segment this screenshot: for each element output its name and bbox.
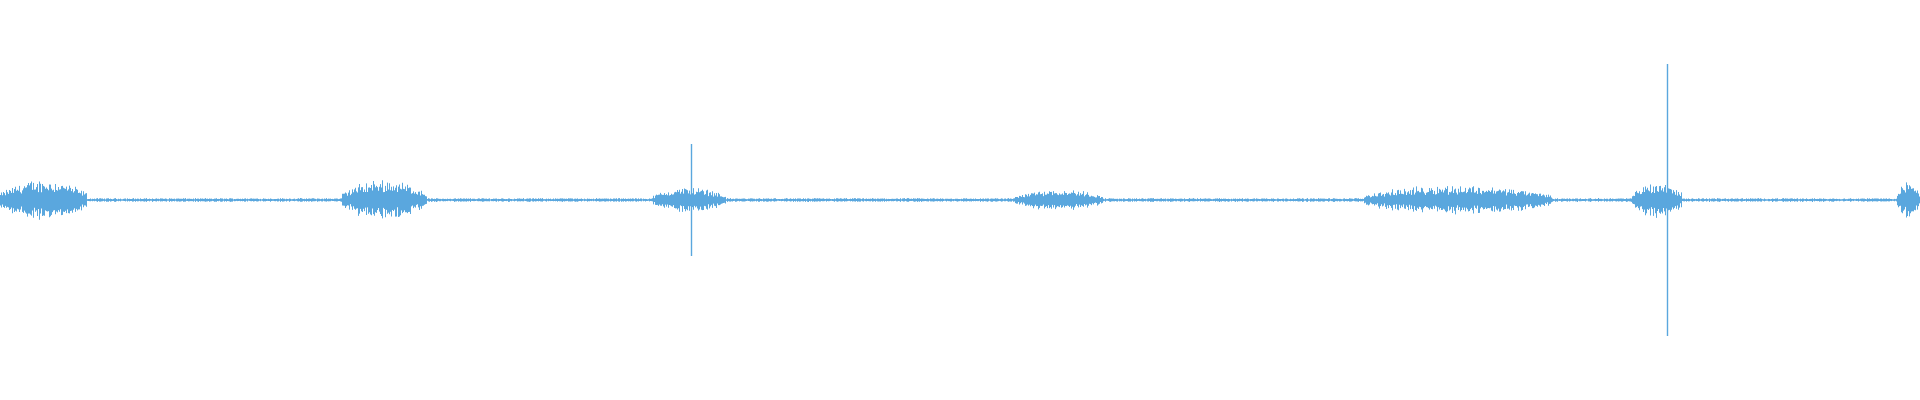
waveform-spikes	[690, 64, 1669, 336]
waveform-bars	[0, 180, 1920, 220]
waveform-trace	[0, 180, 1920, 220]
